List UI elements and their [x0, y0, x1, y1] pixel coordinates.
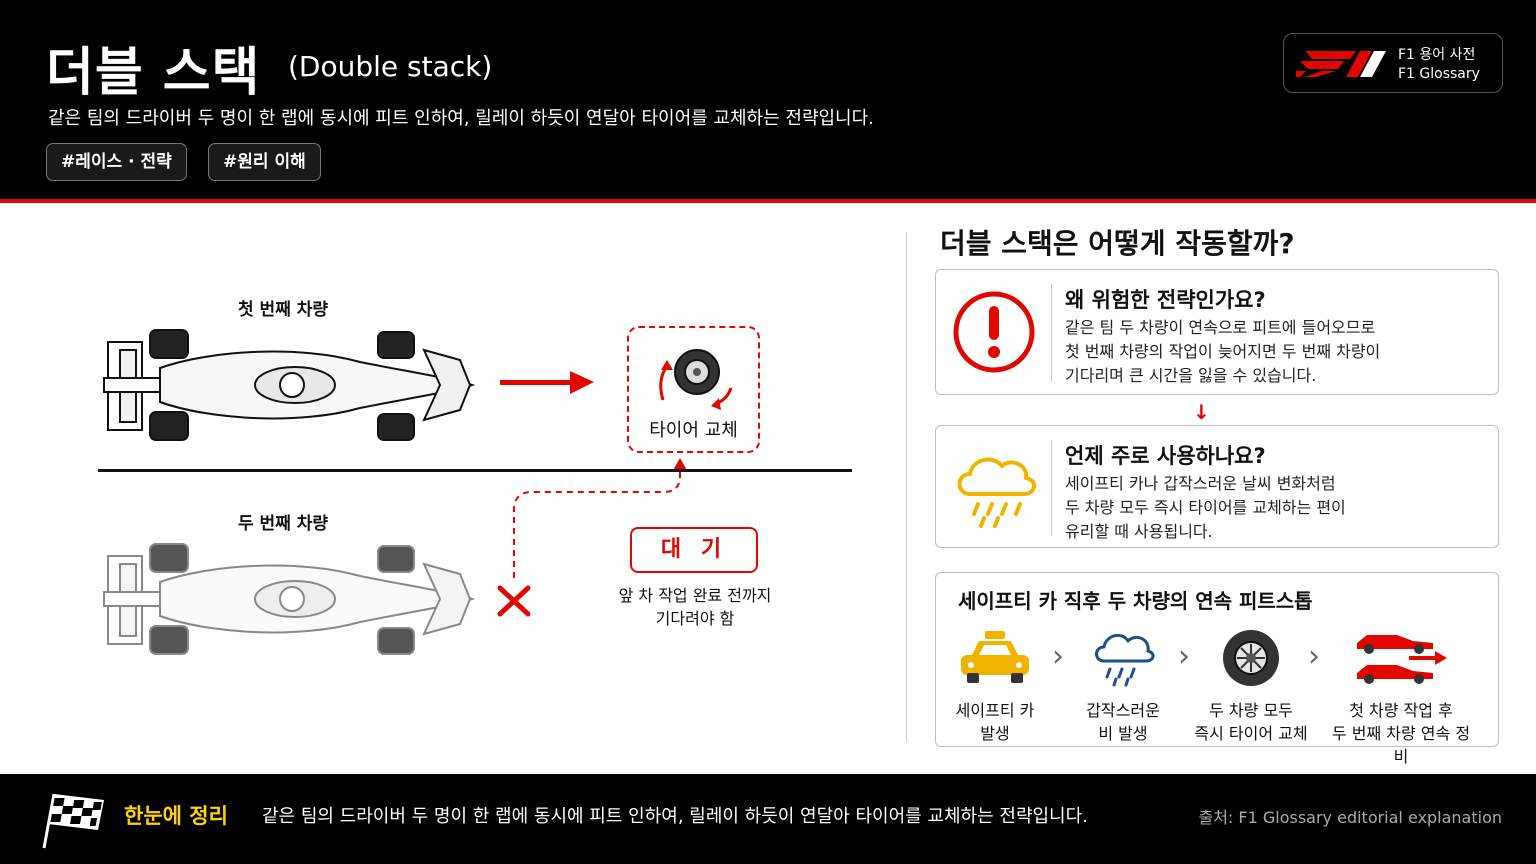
pit-lane-line: [98, 469, 852, 472]
car2-label: 두 번째 차량: [238, 514, 329, 534]
f1-glossary-logo: F1 용어 사전 F1 Glossary: [1283, 33, 1503, 93]
how-it-works-title: 더블 스택은 어떻게 작동할까?: [940, 227, 1295, 260]
step3-line2: 즉시 타이어 교체: [1194, 724, 1308, 743]
rain-cloud-icon: [957, 457, 1036, 528]
car1-illustration: [103, 329, 476, 441]
usage-line3: 유리할 때 사용됩니다.: [1065, 522, 1213, 541]
header-bar: 더블 스택 (Double stack) 같은 팀의 드라이버 두 명이 한 랩…: [0, 0, 1536, 200]
f1-logo-icon: [1296, 51, 1386, 77]
blocked-x-icon: [497, 585, 531, 617]
chevron-right-icon: ›: [1308, 639, 1320, 674]
tire-icon: [1223, 630, 1279, 686]
risk-line2: 첫 번째 차량의 작업이 늦어지면 두 번째 차량이: [1065, 342, 1381, 361]
down-arrow-icon: ↓: [1193, 400, 1210, 424]
step-tire-change: 두 차량 모두 즉시 타이어 교체: [1176, 625, 1326, 745]
wait-badge: 대 기: [630, 527, 758, 573]
car1-label: 첫 번째 차량: [238, 300, 329, 320]
two-cars-icon: [1357, 635, 1447, 684]
tire-change-box: 타이어 교체: [627, 326, 760, 453]
page-subtitle: 같은 팀의 드라이버 두 명이 한 랩에 동시에 피트 인하여, 릴레이 하듯이…: [48, 108, 874, 129]
chevron-right-icon: ›: [1178, 639, 1190, 674]
rain-cloud-icon: [1095, 633, 1155, 687]
risk-title: 왜 위험한 전략인가요?: [1065, 288, 1266, 312]
logo-line2: F1 Glossary: [1398, 66, 1480, 82]
tire-change-label: 타이어 교체: [649, 420, 738, 441]
source-credit: 출처: F1 Glossary editorial explanation: [1198, 808, 1502, 827]
step-consecutive-service: 첫 차량 작업 후 두 번째 차량 연속 정비: [1326, 625, 1476, 768]
risk-line1: 같은 팀 두 차량이 연속으로 피트에 들어오므로: [1065, 318, 1376, 337]
risk-body: 같은 팀 두 차량이 연속으로 피트에 들어오므로 첫 번째 차량의 작업이 늦…: [1065, 316, 1380, 388]
section-divider: [906, 232, 907, 742]
step4-line1: 첫 차량 작업 후: [1349, 701, 1453, 720]
step4-line2: 두 번째 차량 연속 정비: [1331, 724, 1471, 766]
tag-race-strategy[interactable]: #레이스 · 전략: [46, 143, 187, 181]
step2-line2: 비 발생: [1098, 724, 1148, 743]
chevron-right-icon: ›: [1052, 639, 1064, 674]
wait-note: 앞 차 작업 완료 전까지 기다려야 함: [600, 584, 790, 630]
usage-body: 세이프티 카나 갑작스러운 날씨 변화처럼 두 차량 모두 즉시 타이어를 교체…: [1065, 472, 1346, 544]
summary-text: 같은 팀의 드라이버 두 명이 한 랩에 동시에 피트 인하여, 릴레이 하듯이…: [262, 806, 1088, 827]
car2-illustration: [103, 543, 476, 655]
usage-title: 언제 주로 사용하나요?: [1065, 444, 1266, 468]
summary-label: 한눈에 정리: [124, 804, 228, 828]
steps-title: 세이프티 카 직후 두 차량의 연속 피트스톱: [958, 589, 1313, 613]
pitstop-diagram: [103, 329, 688, 655]
steps-card: 세이프티 카 직후 두 차량의 연속 피트스톱 세이프티 카 발생 ›: [935, 572, 1499, 766]
step3-line1: 두 차량 모두: [1209, 701, 1293, 720]
step-sudden-rain: 갑작스러운 비 발생: [1048, 625, 1198, 745]
go-arrow-icon: [500, 371, 594, 394]
header-red-rule: [0, 199, 1536, 203]
step1-line2: 발생: [980, 724, 1010, 743]
logo-line1: F1 용어 사전: [1398, 47, 1476, 63]
step2-line1: 갑작스러운: [1086, 701, 1160, 720]
wait-note-line1: 앞 차 작업 완료 전까지: [618, 586, 772, 605]
checkered-flag-icon: [42, 793, 104, 849]
page-title: 더블 스택: [46, 43, 261, 103]
wait-note-line2: 기다려야 함: [655, 609, 735, 628]
usage-card: 언제 주로 사용하나요? 세이프티 카나 갑작스러운 날씨 변화처럼 두 차량 …: [935, 425, 1499, 548]
tire-swap-icon: [659, 349, 733, 410]
risk-line3: 기다리며 큰 시간을 잃을 수 있습니다.: [1065, 366, 1317, 385]
page-title-en: (Double stack): [288, 50, 493, 83]
risk-card: 왜 위험한 전략인가요? 같은 팀 두 차량이 연속으로 피트에 들어오므로 첫…: [935, 269, 1499, 395]
usage-line1: 세이프티 카나 갑작스러운 날씨 변화처럼: [1065, 474, 1336, 493]
step1-line1: 세이프티 카: [955, 701, 1035, 720]
footer-bar: 한눈에 정리 같은 팀의 드라이버 두 명이 한 랩에 동시에 피트 인하여, …: [0, 774, 1536, 864]
safety-car-icon: [961, 631, 1029, 683]
tag-principle[interactable]: #원리 이해: [208, 143, 321, 181]
usage-line2: 두 차량 모두 즉시 타이어를 교체하는 편이: [1065, 498, 1346, 517]
alert-circle-icon: [953, 291, 1035, 373]
wait-path-arrowhead: [672, 458, 688, 472]
step-safety-car: 세이프티 카 발생: [920, 625, 1070, 745]
